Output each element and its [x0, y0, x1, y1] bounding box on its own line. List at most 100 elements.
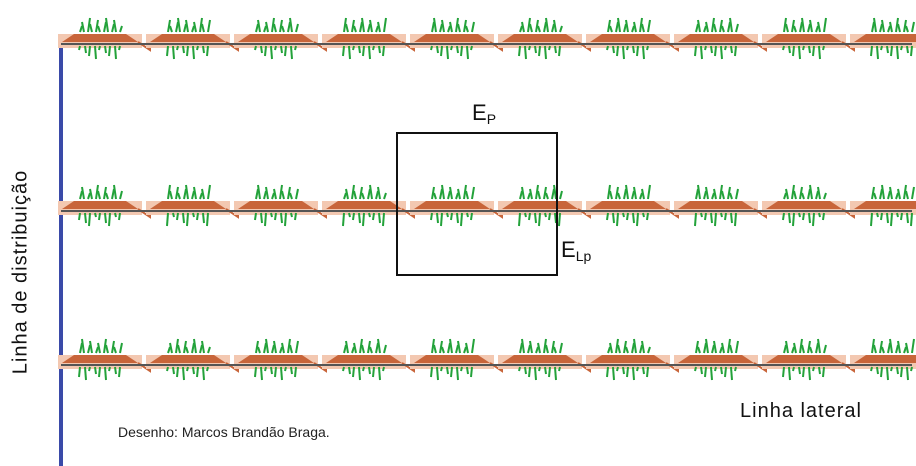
root: [114, 212, 117, 218]
plant: [782, 338, 827, 381]
leaf: [697, 184, 701, 200]
leaf: [719, 346, 723, 354]
leaf: [281, 190, 285, 200]
root: [890, 366, 893, 372]
root: [606, 212, 609, 221]
root: [528, 366, 531, 378]
root: [704, 212, 707, 221]
leaf: [801, 344, 805, 354]
root: [466, 212, 469, 218]
leaf: [97, 25, 101, 33]
leaf: [175, 338, 179, 354]
lateral-line: [58, 338, 916, 381]
plant: [254, 338, 299, 381]
leaf: [201, 340, 205, 354]
root: [166, 212, 169, 227]
leaf: [713, 340, 717, 354]
leaf: [463, 346, 467, 354]
root: [348, 212, 351, 218]
root: [440, 212, 443, 227]
root: [886, 212, 889, 224]
leaf: [519, 342, 523, 354]
leaf: [535, 19, 539, 33]
root: [192, 212, 195, 218]
leaf: [553, 19, 557, 33]
leaf: [193, 186, 197, 200]
leaf: [729, 17, 733, 33]
root: [368, 212, 371, 218]
root: [186, 45, 189, 57]
root: [460, 212, 463, 227]
root: [436, 212, 439, 224]
root: [910, 212, 913, 227]
leaf: [903, 19, 907, 33]
root: [470, 212, 473, 221]
leaf: [111, 23, 115, 33]
plant: [430, 338, 475, 381]
leaf: [711, 344, 715, 354]
root: [714, 366, 717, 372]
leaf: [895, 17, 899, 33]
lateral-lines: [58, 17, 916, 381]
wet-bulb: [854, 34, 916, 42]
root: [626, 212, 629, 221]
plant: [166, 17, 211, 60]
leaf: [633, 338, 637, 354]
leaf: [257, 346, 261, 354]
leaf: [95, 184, 99, 200]
root: [636, 366, 639, 372]
root: [436, 366, 439, 381]
leaf: [361, 17, 365, 33]
leaf: [465, 25, 469, 33]
leaf: [287, 21, 291, 33]
root: [446, 366, 449, 375]
root: [254, 366, 257, 378]
leaf: [823, 344, 827, 354]
wet-bulb: [854, 201, 916, 209]
root: [450, 45, 453, 51]
root: [352, 45, 355, 51]
wet-bulb: [414, 201, 490, 209]
leaf: [455, 192, 459, 200]
plant: [254, 184, 299, 227]
root: [734, 212, 737, 227]
root: [812, 366, 815, 372]
root: [368, 366, 371, 375]
root: [808, 366, 811, 381]
leaf: [191, 25, 195, 33]
leaf: [727, 338, 731, 354]
root: [352, 366, 355, 378]
root: [348, 366, 351, 375]
root: [456, 212, 459, 224]
leaf: [887, 190, 891, 200]
root: [382, 212, 385, 227]
root: [368, 45, 371, 60]
plant: [782, 17, 827, 60]
root: [622, 45, 625, 60]
leaf: [895, 344, 899, 354]
leaf: [623, 340, 627, 354]
root: [172, 45, 175, 60]
leaf: [703, 25, 707, 33]
leaf: [263, 342, 267, 354]
leaf: [463, 184, 467, 200]
root: [612, 45, 615, 54]
root: [382, 45, 385, 57]
plant: [254, 17, 299, 60]
leaf: [113, 184, 117, 200]
leaf: [263, 25, 267, 33]
distribution-line-label: Linha de distribuição: [9, 169, 32, 375]
root: [518, 366, 521, 372]
root: [544, 45, 547, 60]
leaf: [471, 186, 475, 200]
leaf: [367, 188, 371, 200]
leaf: [807, 23, 811, 33]
root: [342, 366, 345, 372]
leaf: [873, 344, 877, 354]
root: [798, 45, 801, 60]
leaf: [273, 340, 277, 354]
leaf: [911, 21, 915, 33]
leaf: [175, 21, 179, 33]
leaf: [439, 188, 443, 200]
leaf: [727, 186, 731, 200]
